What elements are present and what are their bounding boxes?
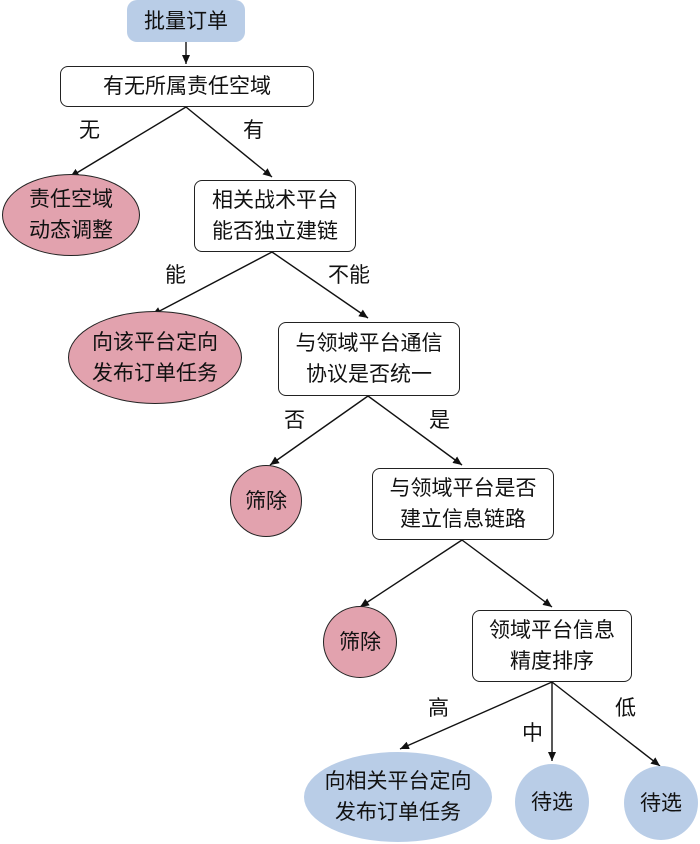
result-line-1: 向相关平台定向 <box>324 769 472 793</box>
edge-label-mid: 中 <box>522 721 543 745</box>
start-node: 批量订单 <box>127 0 245 42</box>
decision-info-link: 与领域平台是否 建立信息链路 <box>372 468 554 540</box>
result-line-1: 责任空域 <box>29 187 113 211</box>
edge-label-none: 无 <box>79 118 100 142</box>
result-line-1: 筛除 <box>245 488 287 513</box>
decision-precision-rank: 领域平台信息 精度排序 <box>472 610 632 682</box>
result-directed-to-platform: 向该平台定向 发布订单任务 <box>68 311 242 404</box>
decision-line-2: 精度排序 <box>510 649 594 673</box>
edge-q4-r4 <box>359 539 463 608</box>
edge-q1-r1 <box>69 106 187 178</box>
result-pending-1: 待选 <box>515 764 589 840</box>
decision-independent-link: 相关战术平台 能否独立建链 <box>194 180 356 252</box>
result-line-2: 发布订单任务 <box>92 360 218 385</box>
result-airspace-adjust: 责任空域 动态调整 <box>2 174 140 256</box>
decision-line-2: 协议是否统一 <box>306 362 432 386</box>
edge-q5-r5 <box>399 681 553 750</box>
decision-line-2: 能否独立建链 <box>212 219 338 243</box>
edge-label-cannot: 不能 <box>328 263 370 287</box>
edge-label-no: 否 <box>284 408 305 432</box>
edge-q5-r7 <box>551 681 661 767</box>
result-line-1: 向该平台定向 <box>92 329 218 354</box>
edge-q4-q5 <box>461 539 553 608</box>
result-directed-to-related-platform: 向相关平台定向 发布订单任务 <box>304 752 492 842</box>
decision-line-1: 有无所属责任空域 <box>103 74 271 98</box>
edge-label-yes: 是 <box>429 408 450 432</box>
edge-label-high: 高 <box>428 696 449 720</box>
edge-q1-q2 <box>185 106 273 178</box>
edge-q3-r3 <box>269 395 369 466</box>
result-pending-2: 待选 <box>624 766 698 840</box>
edge-q2-q3 <box>271 251 369 319</box>
decision-line-1: 领域平台信息 <box>489 618 615 642</box>
decision-protocol-unified: 与领域平台通信 协议是否统一 <box>278 322 460 396</box>
edge-label-can: 能 <box>165 263 186 287</box>
edge-q3-q4 <box>367 395 463 466</box>
decision-line-1: 相关战术平台 <box>212 188 338 212</box>
result-filter-2: 筛除 <box>323 606 397 678</box>
result-filter-1: 筛除 <box>230 465 302 537</box>
result-line-1: 筛除 <box>339 629 381 654</box>
result-line-2: 发布订单任务 <box>335 800 461 824</box>
decision-line-1: 与领域平台通信 <box>295 331 443 355</box>
decision-responsible-airspace: 有无所属责任空域 <box>60 66 314 107</box>
edge-label-has: 有 <box>243 118 264 142</box>
start-label: 批量订单 <box>144 8 228 33</box>
result-line-2: 动态调整 <box>29 218 113 242</box>
edge-label-low: 低 <box>615 696 636 720</box>
decision-line-1: 与领域平台是否 <box>389 476 537 500</box>
decision-line-2: 建立信息链路 <box>400 507 526 531</box>
edge-q2-r2 <box>151 251 273 316</box>
result-line-1: 待选 <box>640 790 682 815</box>
result-line-1: 待选 <box>531 789 573 814</box>
